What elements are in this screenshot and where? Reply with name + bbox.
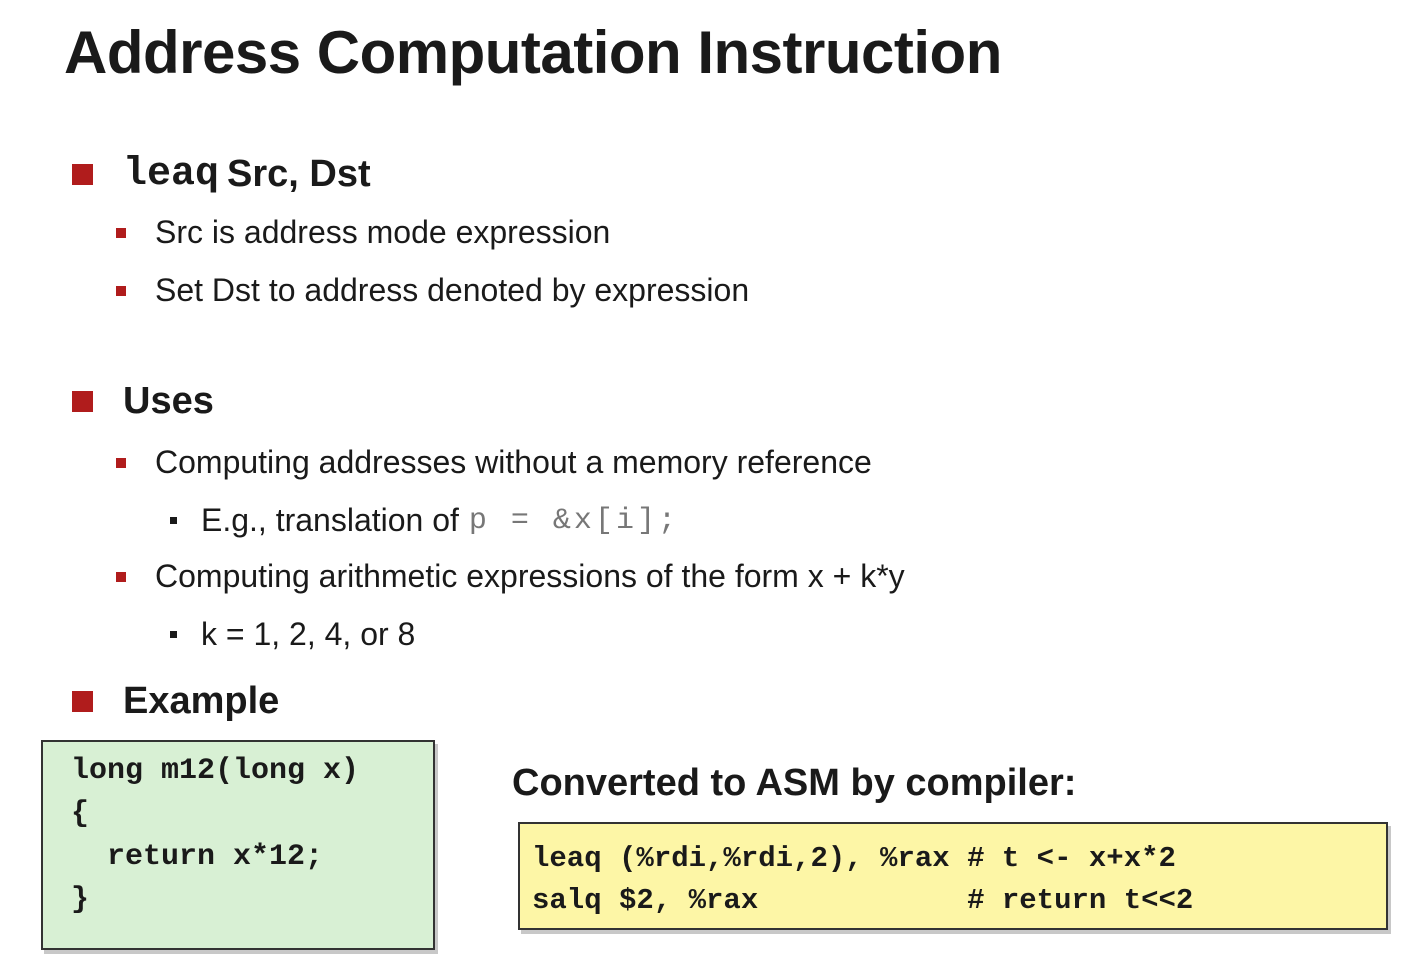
square-bullet-icon bbox=[116, 227, 126, 238]
dot-bullet-icon bbox=[170, 517, 177, 524]
sub-sub-bullet-k-values: k = 1, 2, 4, or 8 bbox=[170, 616, 415, 653]
leaq-heading: Src, Dst bbox=[227, 153, 371, 195]
sub-sub-bullet-text: k = 1, 2, 4, or 8 bbox=[201, 616, 416, 652]
sub-sub-bullet-translation: E.g., translation of p = &x[i]; bbox=[170, 502, 679, 539]
square-bullet-icon bbox=[72, 164, 93, 185]
asm-line: salq $2, %rax # return t<<2 bbox=[532, 884, 1194, 917]
asm-code-box: leaq (%rdi,%rdi,2), %rax # t <- x+x*2 sa… bbox=[518, 822, 1388, 930]
sub-sub-bullet-text: E.g., translation of bbox=[201, 502, 459, 538]
dot-bullet-icon bbox=[170, 631, 177, 638]
sub-bullet-dst: Set Dst to address denoted by expression bbox=[116, 272, 749, 309]
bullet-uses: Uses bbox=[72, 380, 214, 423]
sub-bullet-text: Src is address mode expression bbox=[155, 214, 611, 250]
sub-bullet-text: Computing addresses without a memory ref… bbox=[155, 444, 872, 480]
sub-bullet-text: Computing arithmetic expressions of the … bbox=[155, 558, 905, 594]
square-bullet-icon bbox=[116, 457, 126, 468]
inline-code: p = &x[i]; bbox=[468, 503, 679, 538]
asm-label: Converted to ASM by compiler: bbox=[512, 762, 1077, 804]
square-bullet-icon bbox=[72, 391, 93, 412]
sub-bullet-arithmetic: Computing arithmetic expressions of the … bbox=[116, 558, 905, 595]
square-bullet-icon bbox=[116, 285, 126, 296]
bullet-example: Example bbox=[72, 680, 279, 723]
sub-bullet-addresses: Computing addresses without a memory ref… bbox=[116, 444, 872, 481]
square-bullet-icon bbox=[116, 571, 126, 582]
c-code: long m12(long x) { return x*12; } bbox=[71, 754, 360, 917]
slide-title: Address Computation Instruction bbox=[64, 19, 1002, 86]
bullet-leaq: leaq Src, Dst bbox=[72, 152, 371, 197]
asm-line: leaq (%rdi,%rdi,2), %rax # t <- x+x*2 bbox=[532, 842, 1176, 875]
c-code-box: long m12(long x) { return x*12; } bbox=[41, 740, 435, 950]
example-heading: Example bbox=[123, 680, 280, 722]
sub-bullet-text: Set Dst to address denoted by expression bbox=[155, 272, 750, 308]
sub-bullet-src: Src is address mode expression bbox=[116, 214, 610, 251]
leaq-code: leaq bbox=[123, 152, 220, 197]
uses-heading: Uses bbox=[123, 380, 214, 422]
square-bullet-icon bbox=[72, 691, 93, 712]
